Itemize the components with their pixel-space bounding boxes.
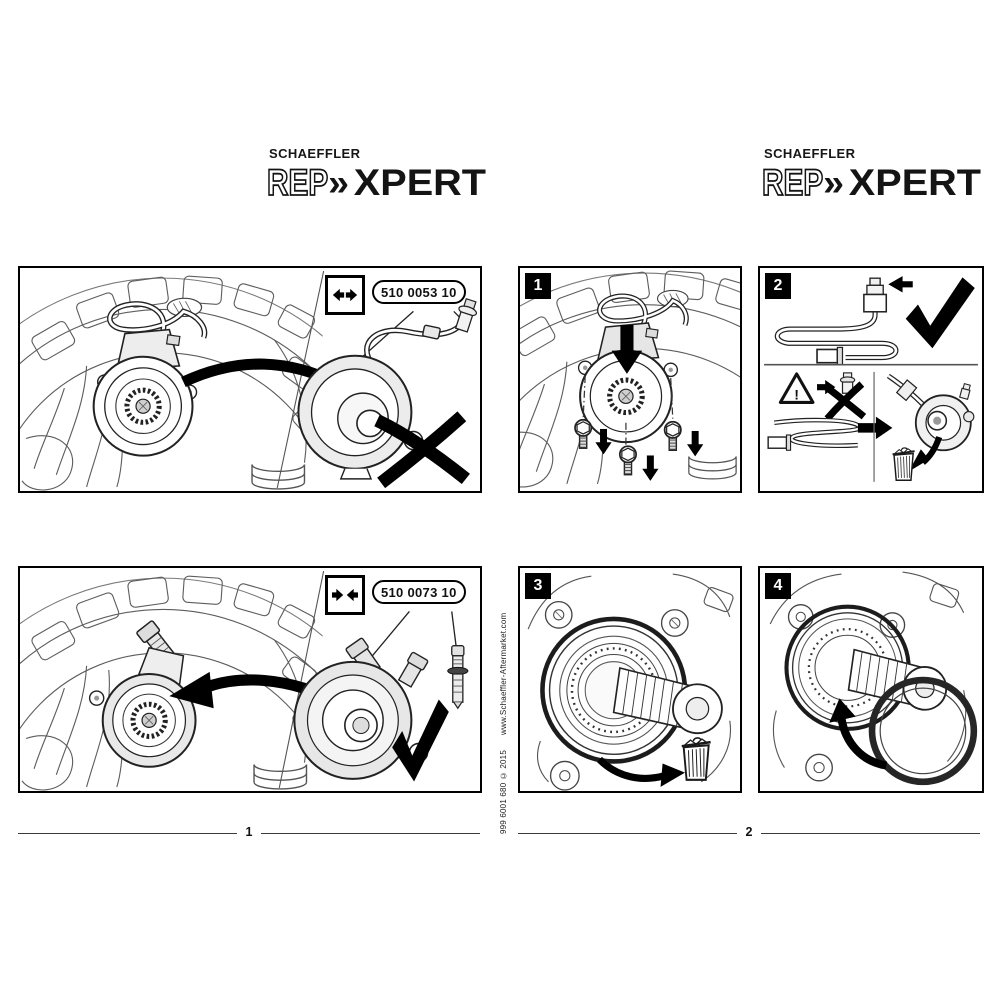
repxpert-logo-left: SCHAEFFLER REP » XPERT [267,146,491,202]
repxpert-wordmark: REP » XPERT [267,162,486,202]
part-number-badge: 510 0053 10 [372,280,466,304]
repxpert-wordmark: REP » XPERT [762,162,981,202]
bleeder-fitting [959,383,971,400]
pipe-with-fitting [774,276,913,366]
panel-new-part: 510 0073 10 [18,566,482,793]
warning-icon: ! [778,372,815,404]
page-number: 2 [745,825,753,839]
repxpert-logo-right: SCHAEFFLER REP » XPERT [762,146,986,202]
curved-arrow-icon [596,756,666,782]
connector-part [447,645,469,710]
panel-old-part: 510 0053 10 [18,266,482,493]
website-text: www.Schaeffler-Aftermarket.com [499,612,508,735]
arrow-left-icon [888,276,913,293]
panel-step-3: 3 [518,566,742,793]
panel-step-2: ! [758,266,984,493]
panel-step-4: 4 [758,566,984,793]
input-shaft [612,666,723,735]
arrow-right-icon [857,416,893,440]
svg-text:REP: REP [762,162,823,202]
check-icon [905,277,975,349]
curved-arrow-icon [837,717,888,770]
bolt-icon [618,445,637,476]
trash-icon [680,737,712,782]
footer-page-2: 2 [518,825,981,840]
gearbox-casing [769,571,967,768]
svg-text:»: » [328,162,349,202]
step-2-illustration: ! [764,276,978,482]
footer-rule [261,832,481,834]
schaeffler-wordmark: SCHAEFFLER [764,146,856,161]
page-number: 1 [245,825,253,839]
step-number-badge: 1 [525,273,551,299]
footer-page-1: 1 [18,825,481,840]
svg-text:REP: REP [267,162,328,202]
arrows-diverge-icon [325,275,365,315]
clutch-spring [688,455,737,480]
discard-cylinder [886,373,975,472]
svg-text:XPERT: XPERT [354,162,486,202]
arrows-converge-icon [325,575,365,615]
footer-rule [761,832,981,834]
new-part-illustration [20,570,469,791]
panel-step-1: 1 [518,266,742,493]
svg-text:XPERT: XPERT [849,162,981,202]
badge-leader-lines [368,610,458,661]
slave-cylinder-in-situ [88,620,197,768]
step-4-illustration [769,571,978,786]
slave-cylinder-in-situ [92,328,198,457]
old-part-illustration [20,270,478,491]
schaeffler-wordmark: SCHAEFFLER [269,146,361,161]
step-3-illustration [527,573,734,791]
svg-text:!: ! [794,387,799,403]
footer-rule [518,832,737,834]
step-number-badge: 3 [525,573,551,599]
bolt-icon [574,418,593,450]
imprint-number: 999 6001 680 © 2015 [499,750,508,834]
imprint-text: 999 6001 680 © 2015 www.Schaeffler-After… [499,612,508,834]
step-1-illustration [520,270,740,488]
footer-rule [18,832,237,834]
port-right [397,651,429,688]
fat-arrow-down-icon [687,430,704,457]
cross-icon [823,381,867,422]
grommet [166,297,203,318]
trash-icon [891,447,916,482]
quick-connector [863,277,888,313]
bolt-icon [663,420,682,452]
hydraulic-pipe [107,301,208,339]
old-slave-cylinder-part [297,297,478,480]
part-number-badge: 510 0073 10 [372,580,466,604]
bleeder-fitting [454,297,478,333]
step-number-badge: 2 [765,273,791,299]
cross-icon [374,411,470,489]
hydraulic-pipe [597,293,689,329]
bolt-bosses [544,600,689,791]
svg-text:»: » [823,162,844,202]
fat-arrow-down-icon [642,455,659,481]
pipe [767,417,863,451]
alignment-lines [582,375,674,446]
bleeder-fitting [839,372,856,394]
o-ring-icon [868,676,978,786]
step-number-badge: 4 [765,573,791,599]
